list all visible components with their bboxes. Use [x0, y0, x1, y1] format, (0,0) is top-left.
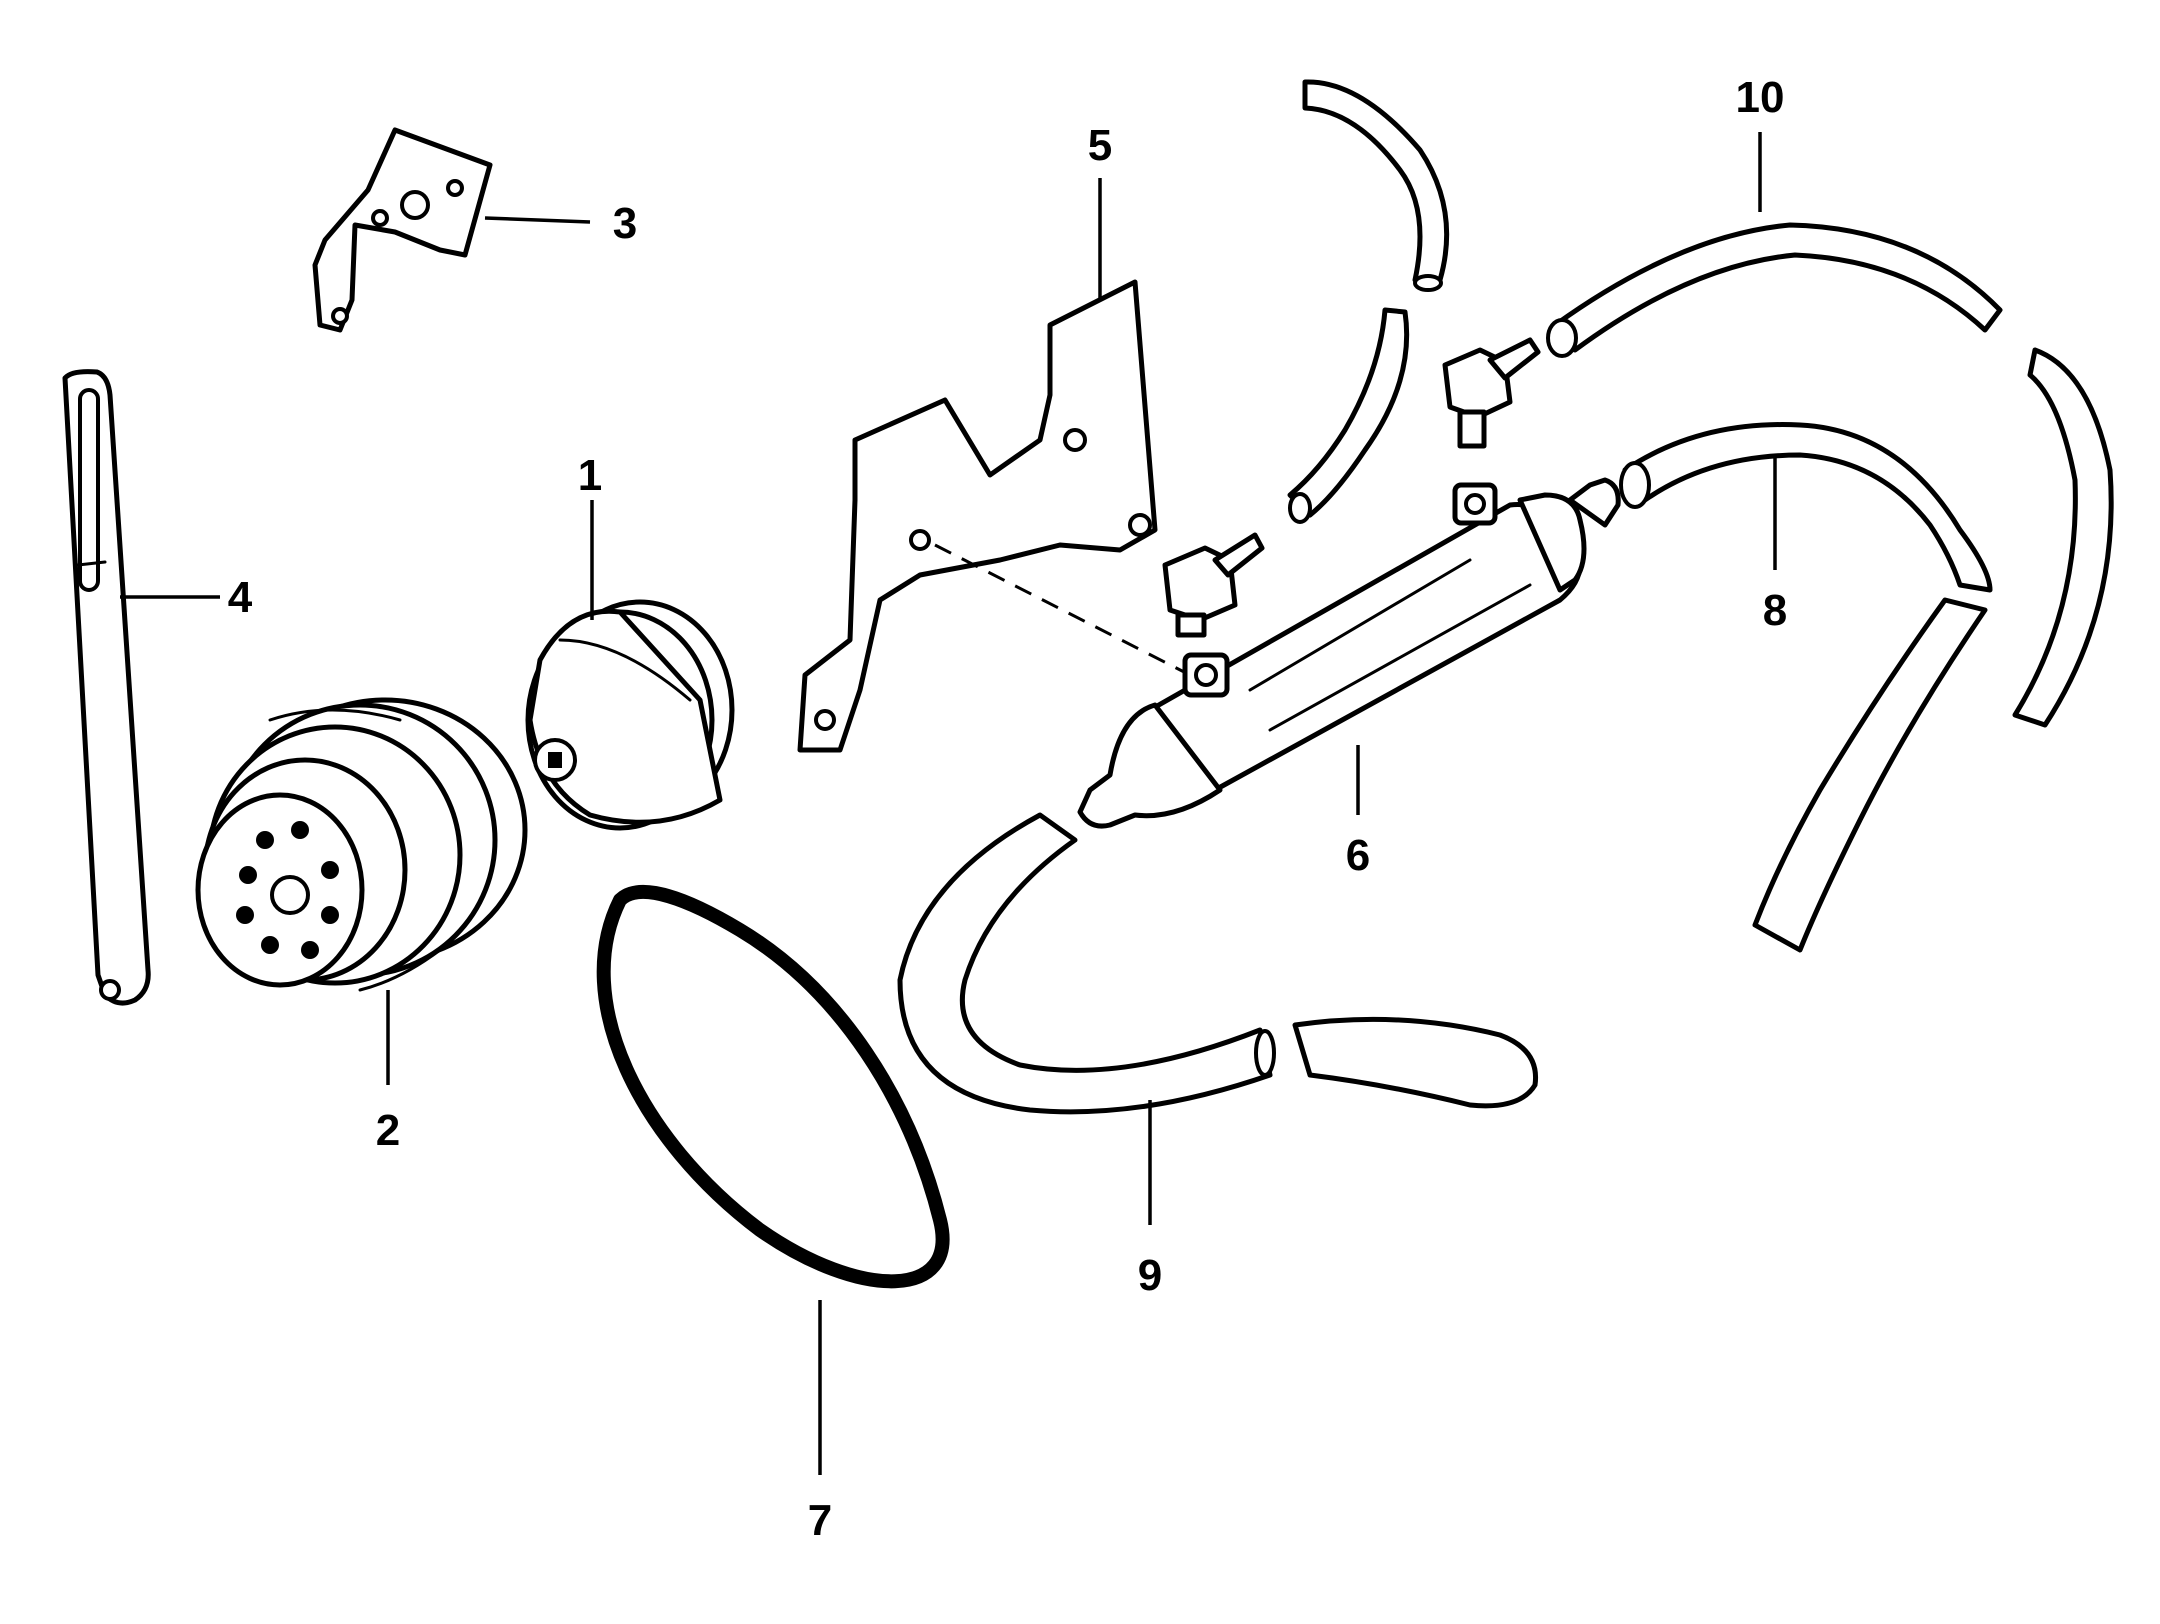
part-1-pump-pulley[interactable] — [525, 599, 735, 831]
part-8-hose[interactable] — [1619, 422, 1993, 953]
part-9-hose[interactable] — [897, 812, 1539, 1115]
part-3-bracket[interactable] — [312, 127, 493, 333]
part-2-crank-pulley[interactable] — [195, 697, 528, 992]
callout-3: 3 — [613, 199, 637, 248]
callout-2: 2 — [376, 1106, 400, 1155]
callout-4: 4 — [228, 573, 253, 622]
callout-7: 7 — [808, 1496, 832, 1545]
leader-3 — [484, 216, 591, 224]
part-4-strap[interactable] — [62, 369, 151, 1006]
part-5-mount-plate[interactable] — [797, 279, 1158, 753]
elbow-fitting-lower[interactable] — [1162, 532, 1265, 638]
part-10-hose[interactable] — [1546, 222, 2114, 728]
callout-1: 1 — [578, 451, 602, 500]
callout-6: 6 — [1346, 831, 1370, 880]
callout-5: 5 — [1088, 121, 1112, 170]
part-7-drive-belt[interactable] — [596, 885, 950, 1289]
elbow-fitting-upper[interactable] — [1442, 337, 1541, 449]
callout-10: 10 — [1736, 73, 1785, 122]
hose-upper-middle[interactable] — [1287, 307, 1410, 524]
part-6-oil-cooler[interactable] — [1077, 477, 1621, 829]
callout-8: 8 — [1763, 586, 1787, 635]
alignment-line — [934, 543, 1191, 677]
hose-upper-left[interactable] — [1302, 79, 1450, 292]
callout-9: 9 — [1138, 1251, 1162, 1300]
